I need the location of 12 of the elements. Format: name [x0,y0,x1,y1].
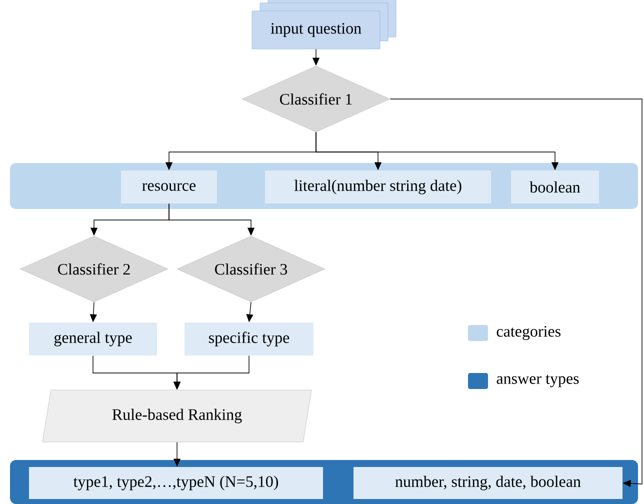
label-box: type1, type2,…,typeN (N=5,10) [29,467,323,499]
arrow [390,98,642,487]
label-box: general type [29,322,157,356]
label-box: boolean [511,170,599,204]
label-box: literal(number string date) [265,170,491,204]
label-box: specific type [184,322,314,356]
legend-label: answer types [496,374,579,388]
legend-label: categories [496,326,560,340]
document-stack: input question [252,0,396,50]
label-box: resource [121,170,217,204]
process-parallelogram: Rule-based Ranking [42,390,312,442]
label-box: number, string, date, boolean [354,467,622,499]
